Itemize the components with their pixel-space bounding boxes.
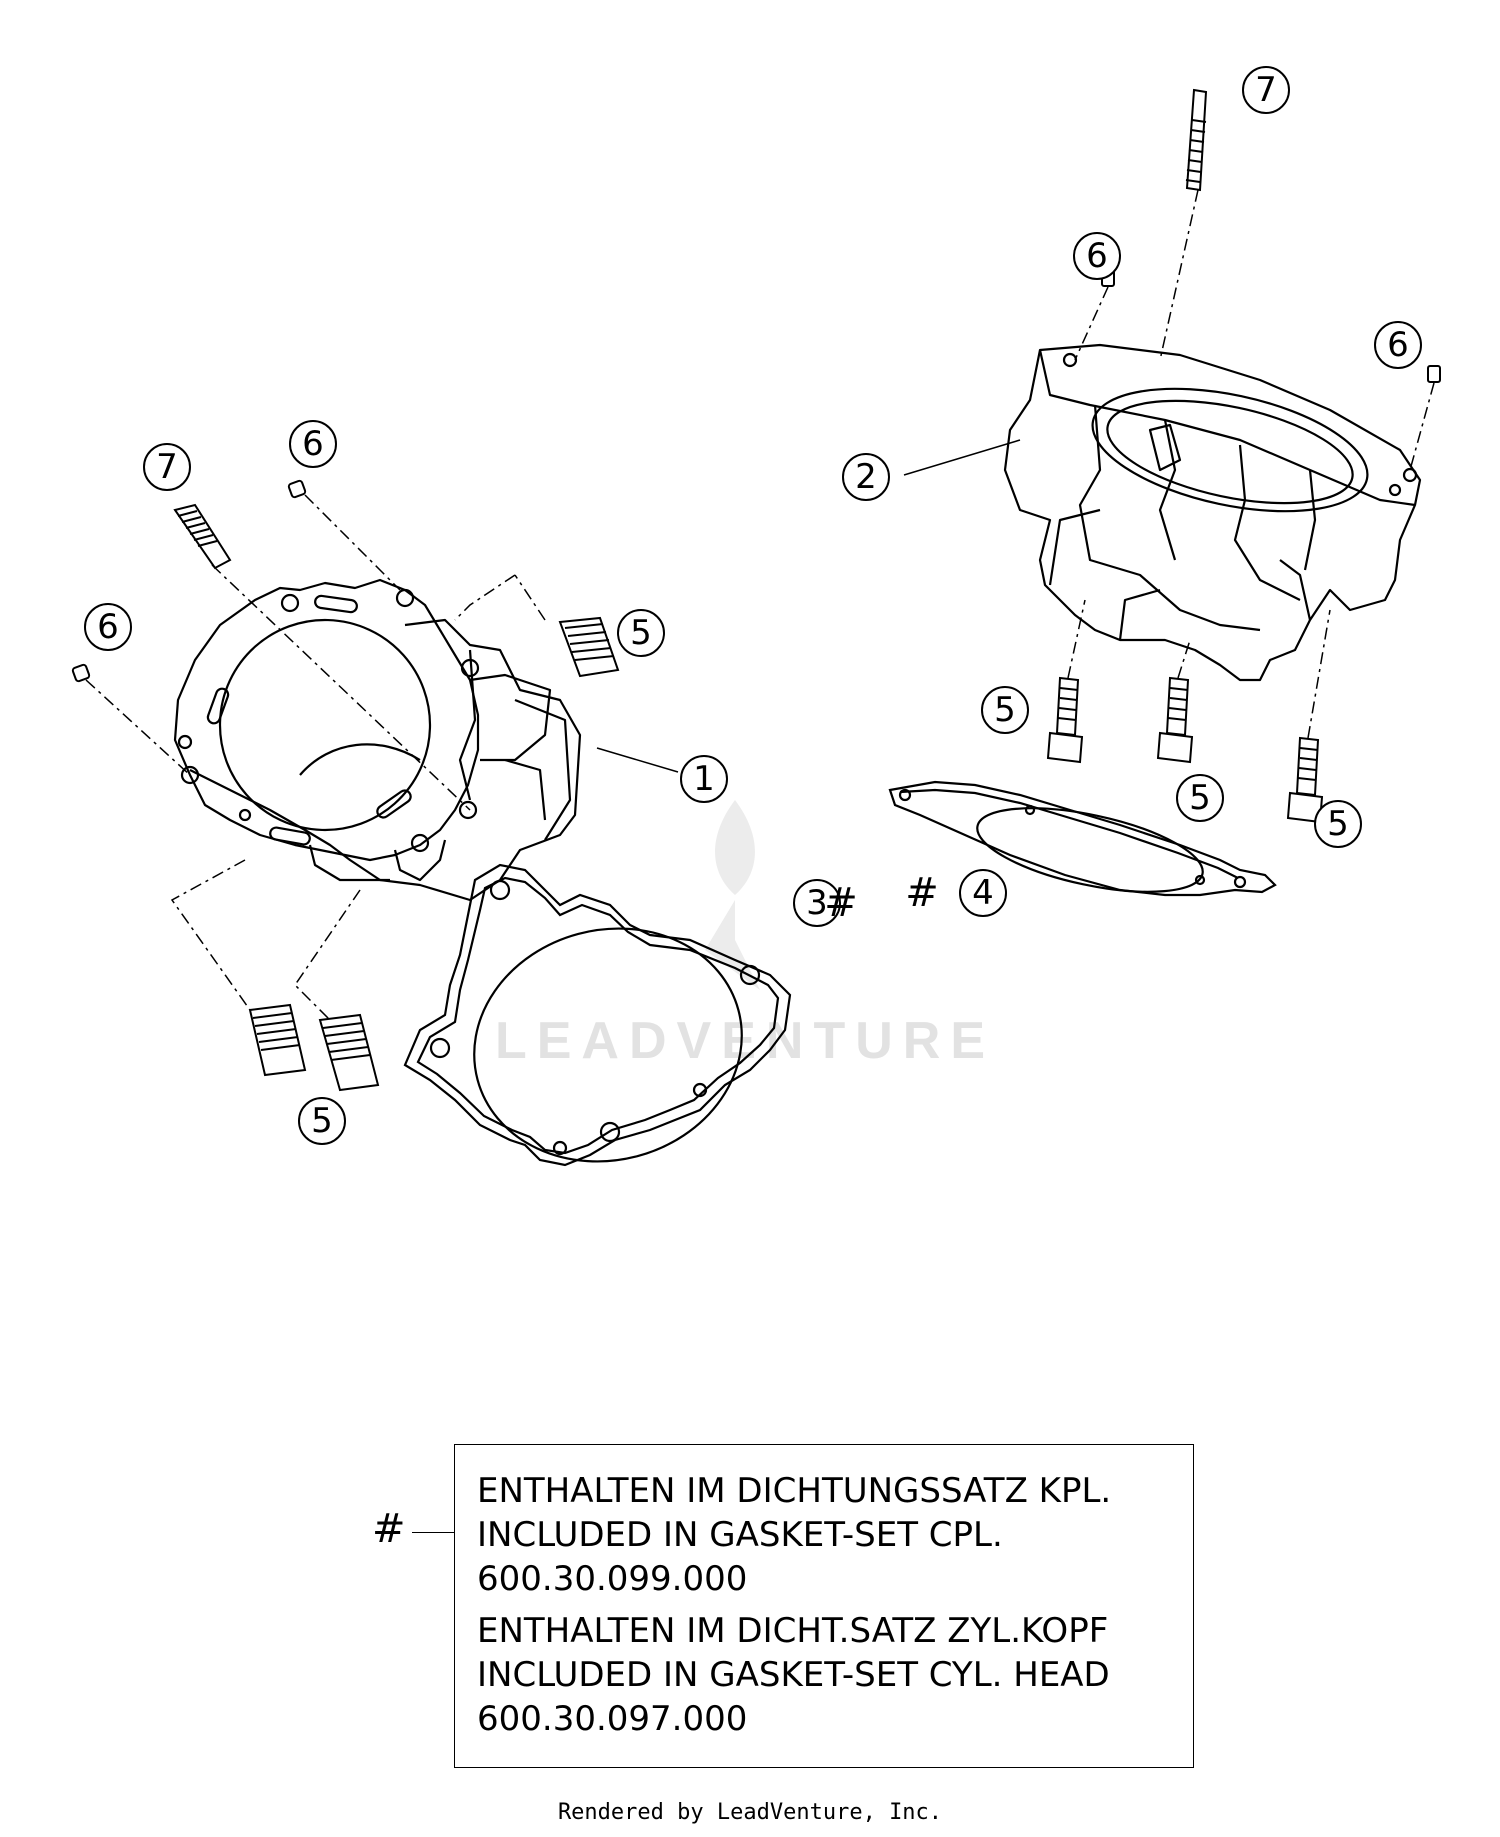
svg-text:7: 7 [1255,70,1277,110]
cylinder-front [173,578,582,902]
svg-text:2: 2 [855,457,877,497]
stud-7-left [173,503,232,570]
hash-marker-3: # [824,880,858,926]
callout-7-rear: 7 [1242,66,1290,114]
svg-text:5: 5 [1189,778,1211,818]
callout-2: 2 [842,453,890,501]
gasket-set-note: ENTHALTEN IM DICHTUNGSSATZ KPL. INCLUDED… [454,1444,1194,1768]
svg-text:6: 6 [302,424,324,464]
render-credit: Rendered by LeadVenture, Inc. [557,1800,943,1825]
callout-1: 1 [680,755,728,803]
watermark-flame-icon [705,800,760,990]
callout-5-rear-mid: 5 [1176,774,1224,822]
dowels-front [71,479,307,683]
svg-text:3: 3 [806,883,828,923]
callout-6-front-top: 6 [289,420,337,468]
svg-text:5: 5 [1327,804,1349,844]
callout-3: 3 [793,879,841,927]
callout-5-rear-right: 5 [1314,800,1362,848]
svg-text:5: 5 [630,613,652,653]
note-line-5: INCLUDED IN GASKET-SET CYL. HEAD [477,1655,1110,1695]
bolts-rear [1046,676,1324,824]
note-line-2: INCLUDED IN GASKET-SET CPL. [477,1515,1003,1555]
callout-6-rear-right: 6 [1374,321,1422,369]
callout-6-rear-top: 6 [1073,232,1121,280]
svg-text:1: 1 [693,759,715,799]
callout-4: 4 [959,869,1007,917]
note-hash-marker: # [372,1506,406,1552]
callout-7-front: 7 [143,443,191,491]
svg-text:6: 6 [1086,236,1108,276]
svg-text:6: 6 [97,607,119,647]
note-leader-line [412,1532,454,1533]
watermark-text: LEADVENTURE [495,1012,995,1070]
note-line-4: ENTHALTEN IM DICHT.SATZ ZYL.KOPF [477,1611,1109,1651]
note-line-1: ENTHALTEN IM DICHTUNGSSATZ KPL. [477,1471,1112,1511]
svg-text:5: 5 [994,690,1016,730]
studs-front [248,616,620,1092]
cylinder-head-gasket [888,780,1277,897]
callout-5-rear-left: 5 [981,686,1029,734]
callout-5-front-bottom: 5 [298,1097,346,1145]
svg-text:7: 7 [156,447,178,487]
svg-text:4: 4 [972,873,994,913]
stud-7-right [1185,88,1208,192]
note-line-6: 600.30.097.000 [477,1699,748,1739]
svg-text:5: 5 [311,1101,333,1141]
svg-text:6: 6 [1387,325,1409,365]
callout-6-front-left: 6 [84,603,132,651]
cylinder-rear [1003,343,1422,682]
note-line-3: 600.30.099.000 [477,1559,748,1599]
hash-marker-4: # [905,870,939,916]
watermark: LEADVENTURE [495,800,995,1070]
dash-lines [85,189,1435,1021]
callout-5-front-top: 5 [617,609,665,657]
leader-lines [596,439,1021,773]
cylinder-base-gasket [403,863,792,1167]
